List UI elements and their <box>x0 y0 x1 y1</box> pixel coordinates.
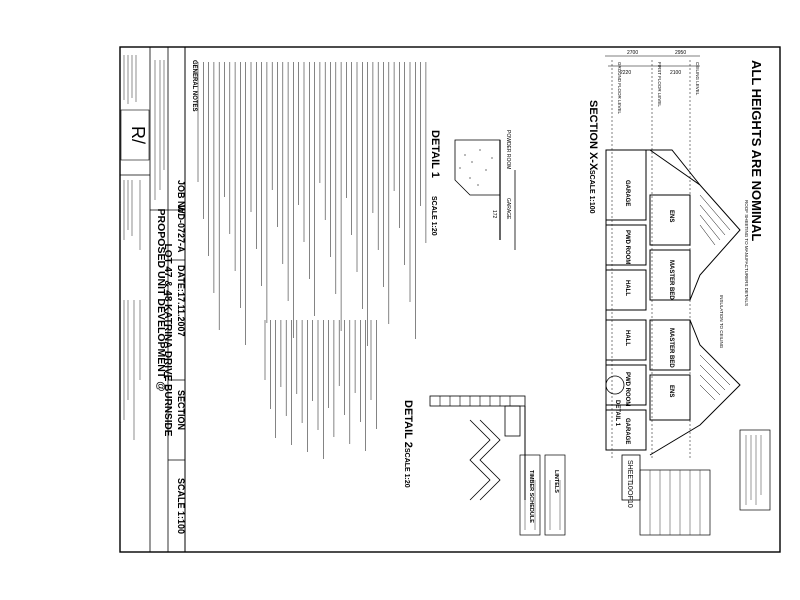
room-pwd-right: PWD ROOM <box>624 372 630 406</box>
timber-schedule-title: TIMBER SCHEDULE <box>528 470 534 523</box>
lintels-title: LINTELS <box>553 470 559 493</box>
room-master-left: MASTER BED <box>668 260 674 300</box>
job-label: JOB No. <box>176 180 186 216</box>
level-label-ground: GROUND FLOOR LEVEL <box>617 62 622 115</box>
room-ens-left: ENS <box>668 210 674 222</box>
date-label: DATE: <box>176 265 186 292</box>
room-garage-right: GARAGE <box>624 418 630 444</box>
project-title-line2: LOT 47 & 48 KATRINA DRIVE BURNSIDE <box>162 244 173 437</box>
dim-bottom-1: 2220 <box>620 70 631 76</box>
detail1-title: DETAIL 1 <box>429 130 441 178</box>
sheet-label: SHEET <box>626 460 633 484</box>
general-notes-title: GENERAL NOTES <box>191 60 197 112</box>
section-x-x: SECTION X-X SCALE 1:100 GROUND FLOOR LEV… <box>587 50 749 460</box>
detail-1: DETAIL 1 SCALE 1:20 POWDER ROOM GARAGE 1… <box>429 130 516 250</box>
section-scale: SCALE 1:100 <box>588 170 595 214</box>
room-hall-right: HALL <box>624 330 630 346</box>
note-roof: ROOF SHEETING TO MANUFACTURERS DETAILS <box>744 200 749 306</box>
dim-top-1: 2700 <box>627 50 638 56</box>
detail1-label-garage: GARAGE <box>505 198 511 220</box>
detail1-scale: SCALE 1:20 <box>430 196 437 236</box>
logo-text: R/ <box>128 126 148 144</box>
detail2-title: DETAIL 2 <box>402 400 414 448</box>
sheet-number: 10 <box>626 482 633 490</box>
note-ceiling: INSULATION TO CEILING <box>719 295 724 349</box>
date-value: 17.11.2007 <box>176 292 186 337</box>
room-master-right: MASTER BED <box>668 328 674 368</box>
schedule-table: TIMBER SCHEDULE LINTELS SHEET 10 OF 10 <box>519 454 711 536</box>
detail-marker-circle <box>605 375 625 395</box>
room-ens-right: ENS <box>668 385 674 397</box>
level-label-ceiling: CEILING LEVEL <box>695 62 700 96</box>
section-label: SECTION <box>176 390 186 430</box>
sheet-total: 10 <box>626 500 633 508</box>
detail-marker-label: DETAIL 1 <box>614 400 620 427</box>
room-garage-left: GARAGE <box>624 180 630 206</box>
section-title: SECTION X-X <box>587 100 599 171</box>
level-label-first: FIRST FLOOR LEVEL <box>657 62 662 107</box>
project-title-line1: PROPOSED UNIT DEVELOPMENT @ <box>155 209 167 392</box>
room-pwd-left: PWD ROOM <box>624 230 630 264</box>
sheet-heading: ALL HEIGHTS ARE NOMINAL <box>749 60 764 241</box>
scale-label: SCALE 1:100 <box>176 478 186 534</box>
detail-2: DETAIL 2 SCALE 1:20 <box>402 395 526 501</box>
detail1-dim: 172 <box>491 210 497 219</box>
sheet-of: OF <box>626 490 633 500</box>
detail1-label-powder: POWDER ROOM <box>505 130 511 169</box>
detail2-scale: SCALE 1:20 <box>403 448 410 488</box>
room-hall-left: HALL <box>624 280 630 296</box>
dim-bottom-2: 2100 <box>670 70 681 76</box>
dim-top-2: 2950 <box>675 50 686 56</box>
general-notes: GENERAL NOTES <box>191 60 427 459</box>
job-number: WD-0727-A <box>176 205 186 253</box>
section-notes-box <box>739 429 771 511</box>
title-block: R/ PROPOSED UNIT DEVELOPMENT @ LOT 47 & … <box>119 46 186 553</box>
